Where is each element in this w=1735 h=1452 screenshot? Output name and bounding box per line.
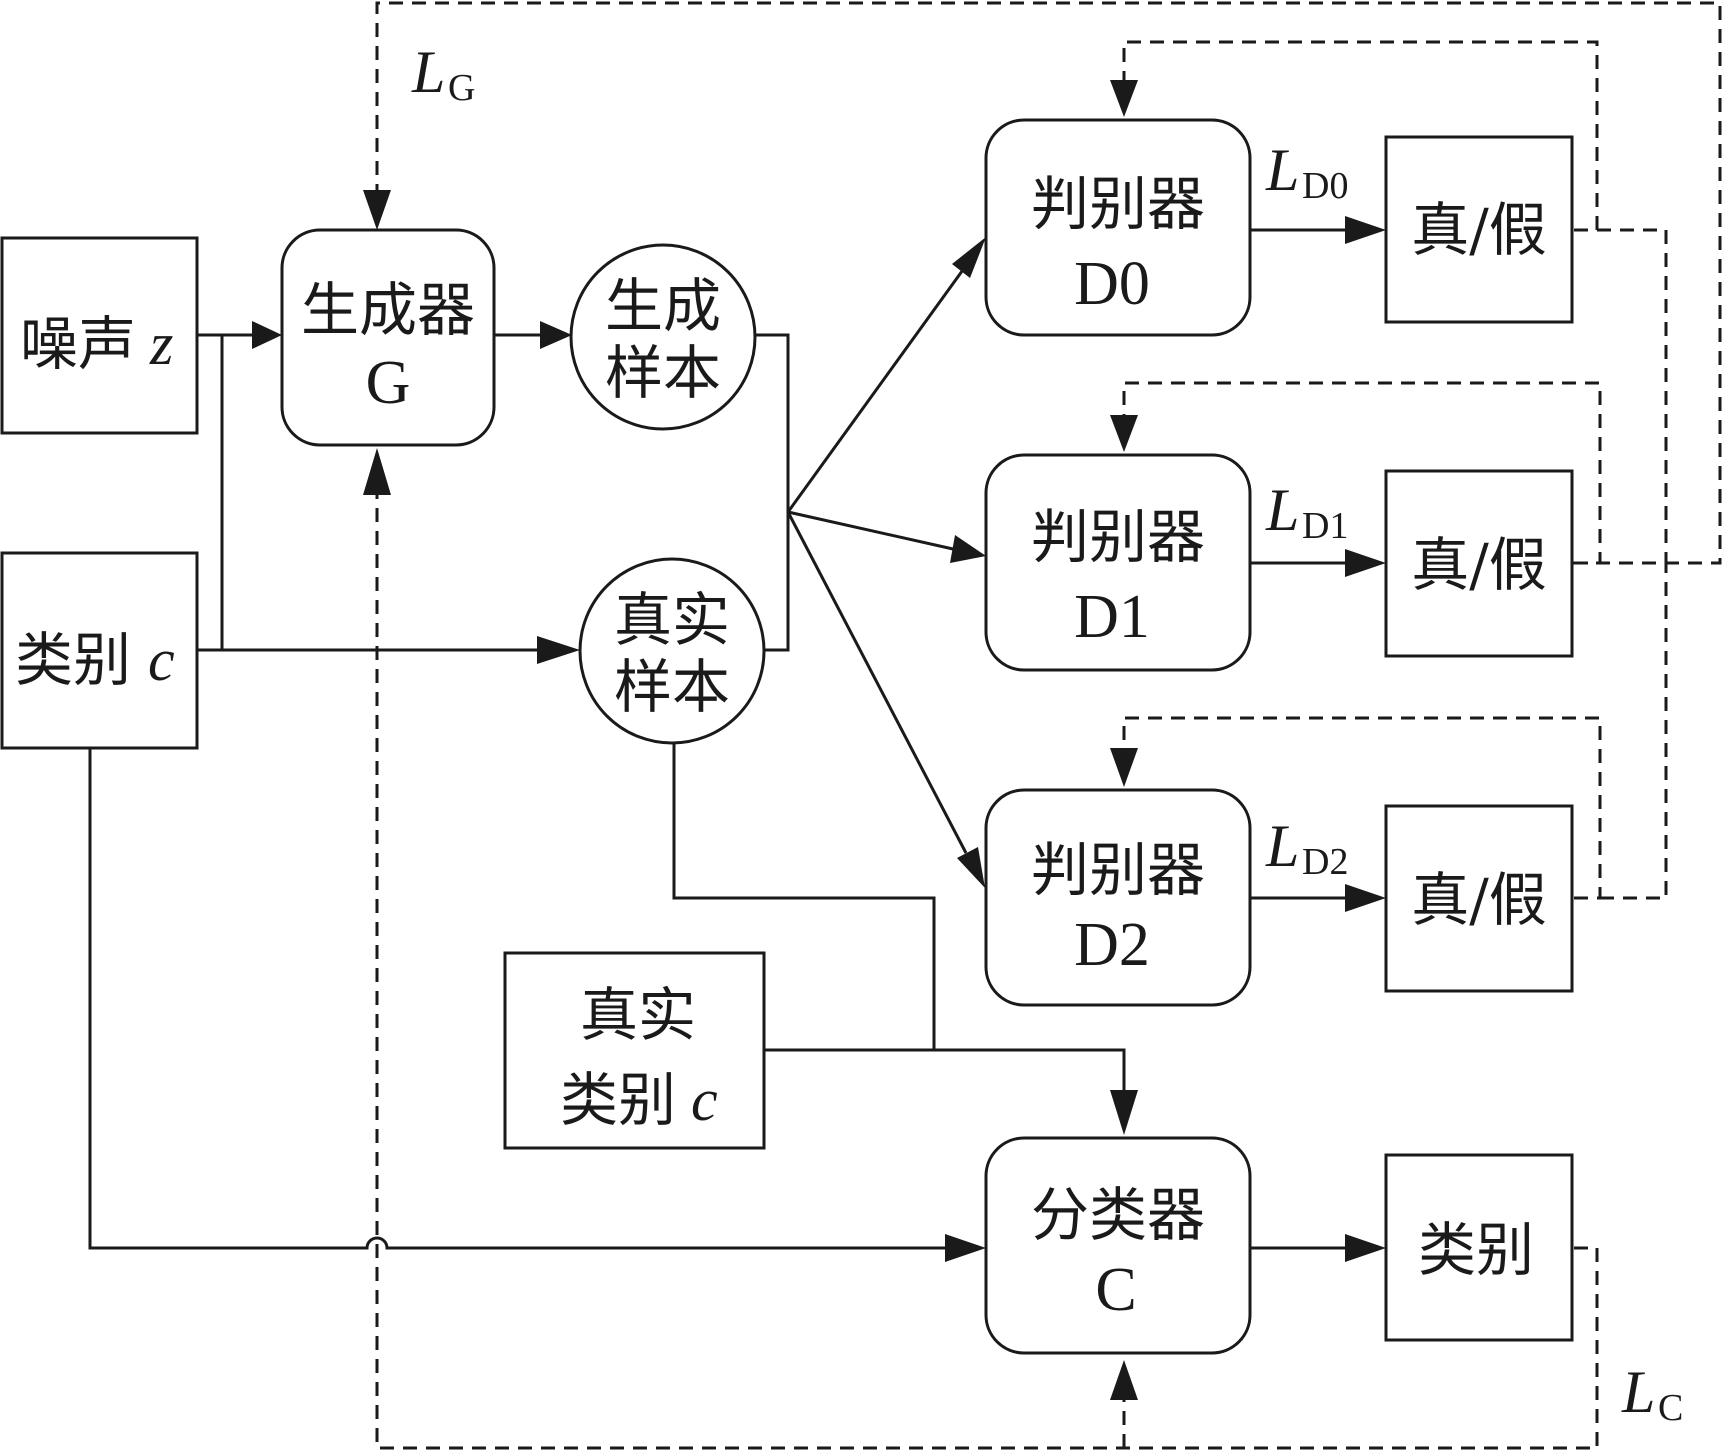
arrowhead bbox=[1345, 549, 1386, 577]
arrowhead bbox=[1110, 1090, 1138, 1135]
category-variable: c bbox=[148, 627, 175, 693]
arrowhead bbox=[1110, 80, 1138, 117]
edge-to-discriminator-d0 bbox=[786, 266, 967, 513]
loss-path-generator-top bbox=[375, 1, 1722, 565]
discriminator-d1-node: 判别器 D1 bbox=[984, 453, 1252, 672]
category-input-box: 类别 c bbox=[0, 551, 199, 750]
loss-label-d2: L D2 bbox=[1265, 813, 1348, 883]
loss-d0-sub: D0 bbox=[1302, 165, 1348, 207]
discriminator-d1-name: 判别器 bbox=[1031, 503, 1205, 571]
category-label: 类别 bbox=[15, 626, 131, 694]
generated-sample-node: 生成 样本 bbox=[569, 243, 757, 431]
generator-node: 生成器 G bbox=[280, 228, 496, 447]
discriminator-d0-output: 真/假 bbox=[1411, 196, 1547, 264]
arrowhead bbox=[1345, 216, 1386, 244]
generator-symbol: G bbox=[366, 349, 411, 417]
noise-variable: z bbox=[149, 311, 173, 377]
real-sample-line2: 样本 bbox=[614, 653, 730, 721]
arrowhead bbox=[363, 190, 391, 230]
edge-to-discriminator-d2 bbox=[786, 511, 968, 854]
discriminator-d0-name: 判别器 bbox=[1031, 170, 1205, 238]
generated-sample-line1: 生成 bbox=[605, 272, 721, 340]
loss-label-d0: L D0 bbox=[1265, 137, 1348, 207]
real-category-variable: c bbox=[691, 1067, 718, 1133]
arrowhead bbox=[252, 321, 282, 349]
loss-path-d2 bbox=[1122, 716, 1602, 900]
loss-generator-main: L bbox=[411, 39, 445, 105]
arrowhead bbox=[952, 237, 986, 278]
arrowhead bbox=[1110, 1360, 1138, 1400]
loss-label-classifier: L C bbox=[1621, 1359, 1683, 1429]
loss-feedback-lines bbox=[363, 1, 1722, 1450]
real-sample-node: 真实 样本 bbox=[578, 557, 766, 745]
arrowhead bbox=[957, 847, 985, 888]
real-category-input-box: 真实 类别 c bbox=[503, 951, 766, 1150]
discriminator-d2-output: 真/假 bbox=[1411, 866, 1547, 934]
real-sample-line1: 真实 bbox=[614, 586, 730, 654]
real-category-line2: 类别 bbox=[560, 1066, 676, 1134]
arrowhead bbox=[363, 448, 391, 495]
classifier-symbol: C bbox=[1095, 1256, 1136, 1324]
arrowhead bbox=[950, 535, 986, 563]
arrowhead bbox=[1110, 415, 1138, 452]
real-category-line1: 真实 bbox=[580, 981, 696, 1049]
generator-name: 生成器 bbox=[301, 276, 475, 344]
generated-sample-line2: 样本 bbox=[605, 339, 721, 407]
arrowhead bbox=[1110, 748, 1138, 787]
edge-category-to-classifier bbox=[88, 745, 945, 1250]
noise-input-box: 噪声 z bbox=[0, 236, 199, 435]
noise-label: 噪声 bbox=[20, 310, 136, 378]
edge-to-discriminator-d1 bbox=[787, 510, 954, 551]
loss-d0-main: L bbox=[1265, 137, 1299, 203]
edge-sample-merge bbox=[755, 333, 790, 652]
discriminator-d1-output: 真/假 bbox=[1411, 531, 1547, 599]
discriminator-d2-symbol: D2 bbox=[1074, 911, 1150, 979]
loss-d1-main: L bbox=[1265, 477, 1299, 543]
loss-classifier-main: L bbox=[1621, 1359, 1655, 1425]
arrowhead bbox=[945, 1234, 986, 1262]
classifier-output-box: 类别 bbox=[1384, 1153, 1574, 1342]
loss-path-d1 bbox=[1122, 381, 1602, 565]
loss-d2-main: L bbox=[1265, 813, 1299, 879]
arrowhead bbox=[1345, 1234, 1386, 1262]
discriminator-d1-symbol: D1 bbox=[1074, 583, 1150, 651]
edge-real-category-to-classifier bbox=[764, 1048, 1126, 1090]
loss-label-d1: L D1 bbox=[1265, 477, 1348, 547]
loss-path-classifier-to-generator bbox=[375, 495, 1599, 1450]
discriminator-d2-node: 判别器 D2 bbox=[984, 788, 1252, 1007]
classifier-node: 分类器 C bbox=[984, 1136, 1252, 1355]
classifier-output: 类别 bbox=[1418, 1216, 1534, 1284]
discriminator-d0-symbol: D0 bbox=[1074, 250, 1150, 318]
loss-path-d0 bbox=[1122, 40, 1599, 232]
classifier-name: 分类器 bbox=[1031, 1181, 1205, 1249]
discriminator-d0-node: 判别器 D0 bbox=[984, 118, 1252, 337]
discriminator-d2-output-box: 真/假 bbox=[1384, 804, 1574, 993]
loss-path-d2-to-generator bbox=[1600, 563, 1668, 900]
arrowhead bbox=[537, 636, 580, 664]
arrowhead bbox=[1345, 884, 1386, 912]
loss-classifier-sub: C bbox=[1658, 1387, 1683, 1429]
discriminator-d1-output-box: 真/假 bbox=[1384, 469, 1574, 658]
solid-connections bbox=[88, 216, 1386, 1262]
arrowhead bbox=[540, 321, 572, 349]
loss-d1-sub: D1 bbox=[1302, 505, 1348, 547]
loss-generator-sub: G bbox=[448, 67, 475, 109]
loss-path-d0-to-generator bbox=[1597, 228, 1668, 563]
loss-label-generator: L G bbox=[411, 39, 475, 109]
discriminator-d2-name: 判别器 bbox=[1031, 836, 1205, 904]
edge-real-sample-to-classifier bbox=[672, 743, 936, 1050]
loss-d2-sub: D2 bbox=[1302, 841, 1348, 883]
discriminator-d0-output-box: 真/假 bbox=[1384, 135, 1574, 324]
